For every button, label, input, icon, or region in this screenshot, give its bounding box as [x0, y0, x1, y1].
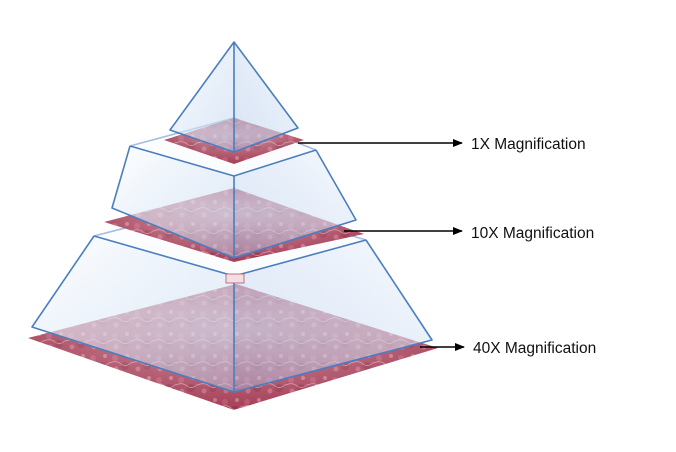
- label-40x-magnification: 40X Magnification: [473, 340, 596, 357]
- glass-face-right-40x: [234, 240, 432, 392]
- glass-face-left-1x: [170, 42, 234, 152]
- glass-face-left-40x: [32, 236, 234, 392]
- label-10x-magnification: 10X Magnification: [471, 225, 594, 242]
- glass-face-left-10x: [112, 146, 234, 258]
- glass-face-right-1x: [234, 42, 298, 152]
- glass-face-right-10x: [234, 150, 356, 258]
- label-1x-magnification: 1X Magnification: [471, 136, 586, 153]
- tier-1x: [164, 41, 304, 164]
